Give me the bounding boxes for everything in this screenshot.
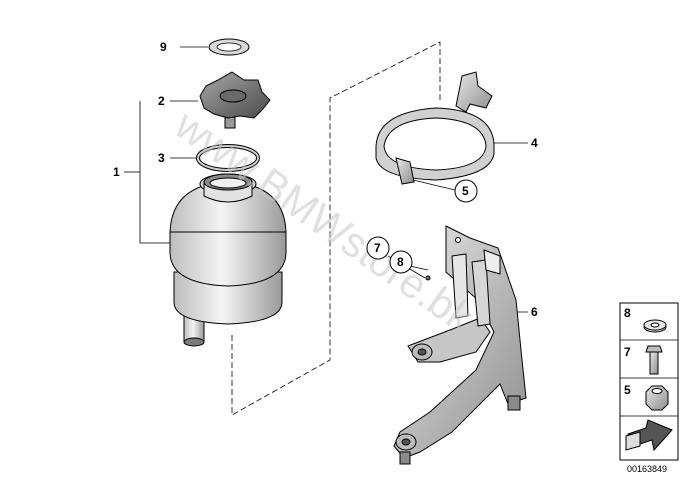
hardware-legend: 8 7 5: [619, 302, 679, 461]
assembly-lines: [231, 41, 441, 416]
callout-3: 3: [158, 151, 165, 165]
bolt-icon: [645, 345, 663, 375]
callout-circle-7: [366, 236, 390, 260]
cap-part-2: [199, 71, 271, 129]
circled-callouts: 5 7 8: [366, 179, 478, 274]
clamp-part-4: [375, 71, 495, 185]
callout-2: 2: [158, 94, 165, 108]
callout-9: 9: [160, 40, 167, 54]
bracket-part-6: [393, 225, 527, 465]
diagram-id: 00163849: [627, 464, 667, 474]
callout-8: 8: [397, 255, 404, 269]
legend-label-8: 8: [624, 306, 631, 320]
callout-circle-8: [389, 250, 413, 274]
reservoir-tank: [169, 173, 287, 347]
callout-5: 5: [462, 184, 469, 198]
callout-6: 6: [531, 305, 538, 319]
legend-label-5: 5: [624, 383, 631, 397]
callout-circle-5: [454, 179, 478, 203]
callout-4: 4: [531, 136, 538, 150]
arrow-icon: [625, 419, 673, 452]
callout-7: 7: [374, 241, 381, 255]
callout-labels: 9 2 3 1 4 6: [113, 40, 538, 319]
callout-1: 1: [113, 165, 120, 179]
o-ring-part-9: [208, 38, 250, 56]
legend-label-7: 7: [624, 345, 631, 359]
gasket-part-3: [196, 144, 260, 172]
nut-icon: [645, 385, 669, 411]
washer-icon: [643, 319, 667, 333]
